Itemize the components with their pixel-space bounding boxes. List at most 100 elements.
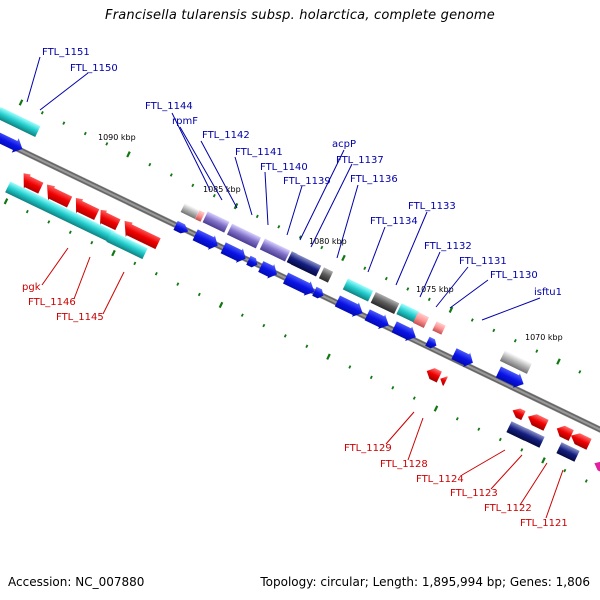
scale-tick <box>433 405 439 412</box>
label-ftl1137[interactable]: FTL_1137 <box>336 155 384 166</box>
gene-rpmf[interactable] <box>195 210 205 222</box>
label-ftl1145[interactable]: FTL_1145 <box>56 312 104 323</box>
scale-tick <box>197 292 201 297</box>
gene-ftl1142[interactable] <box>202 211 230 233</box>
gene-red-2[interactable] <box>41 183 73 210</box>
scale-tick <box>3 198 9 205</box>
gene-ftl1129[interactable] <box>424 366 442 383</box>
scale-tick <box>448 306 454 313</box>
gene-blue-1070[interactable] <box>495 365 527 392</box>
gene-ftl1136[interactable] <box>318 267 334 283</box>
gene-navy-c[interactable] <box>556 442 580 462</box>
scale-tick <box>406 287 410 291</box>
scale-tick <box>477 427 481 431</box>
scale-tick <box>25 209 29 214</box>
gene-ftl1146[interactable] <box>5 181 115 243</box>
gene-ftl1122[interactable] <box>554 423 574 441</box>
reverse-strand-genes <box>5 171 600 473</box>
label-isftu1[interactable]: isftu1 <box>534 287 562 298</box>
gene-ftl1130[interactable] <box>432 321 446 335</box>
label-ftl1130[interactable]: FTL_1130 <box>490 270 538 281</box>
label-ftl1132[interactable]: FTL_1132 <box>424 241 472 252</box>
gene-ftl1137[interactable] <box>290 253 322 277</box>
scale-tick <box>169 173 173 177</box>
gene-ftl1151[interactable] <box>0 107 41 137</box>
label-rpmf[interactable]: rpmF <box>172 116 198 127</box>
label-ftl1151[interactable]: FTL_1151 <box>42 47 90 58</box>
scale-tick <box>412 396 416 400</box>
gene-ftl1145[interactable] <box>106 230 148 260</box>
gene-grey-1070[interactable] <box>499 350 533 374</box>
label-ftl1134[interactable]: FTL_1134 <box>370 216 418 227</box>
gene-red-3[interactable] <box>70 196 100 222</box>
scale-tick <box>348 365 352 369</box>
label-ftl1141[interactable]: FTL_1141 <box>235 147 283 158</box>
gene-ftl1132[interactable] <box>396 303 420 323</box>
label-ftl1146[interactable]: FTL_1146 <box>28 297 76 308</box>
gene-ftl1124[interactable] <box>510 406 526 421</box>
scale-label-1075: 1075 kbp <box>416 285 454 294</box>
label-ftl1150[interactable]: FTL_1150 <box>70 63 118 74</box>
gene-ftl1140[interactable] <box>259 238 291 262</box>
scale-tick <box>305 344 309 349</box>
scale-tick <box>369 375 373 380</box>
label-ftl1144[interactable]: FTL_1144 <box>145 101 193 112</box>
scale-tick <box>148 162 152 167</box>
gene-row2-c[interactable] <box>220 241 249 266</box>
label-pgk[interactable]: pgk <box>22 282 41 293</box>
scale-tick <box>126 151 131 158</box>
accession-text: Accession: NC_007880 <box>8 575 145 589</box>
gene-ftl1128[interactable] <box>438 374 448 386</box>
gene-ftl1150[interactable] <box>0 129 26 156</box>
label-ftl1121[interactable]: FTL_1121 <box>520 518 568 529</box>
gene-ftl1144[interactable] <box>180 203 200 219</box>
scale-tick <box>584 479 588 483</box>
scale-tick <box>111 249 116 257</box>
gene-row2-a[interactable] <box>173 220 190 236</box>
gene-row2-g[interactable] <box>312 286 325 300</box>
gene-navy-b[interactable] <box>521 428 545 448</box>
label-ftl1133[interactable]: FTL_1133 <box>408 201 456 212</box>
label-ftl1124[interactable]: FTL_1124 <box>416 474 464 485</box>
scale-tick <box>455 417 459 421</box>
scale-tick <box>320 245 324 250</box>
scale-tick <box>83 131 87 136</box>
gene-ftl1139[interactable] <box>286 251 298 265</box>
label-ftl1142[interactable]: FTL_1142 <box>202 130 250 141</box>
gene-pgk[interactable] <box>18 171 45 195</box>
gene-red-5[interactable] <box>119 219 162 251</box>
scale-tick <box>363 266 367 270</box>
scale-tick <box>176 282 180 286</box>
gene-ftl1121[interactable] <box>568 430 592 450</box>
gene-row3-b[interactable] <box>364 308 393 333</box>
gene-row2-d[interactable] <box>246 255 259 269</box>
gene-row2-e[interactable] <box>257 259 280 281</box>
gene-row3-a[interactable] <box>334 294 366 321</box>
label-ftl1123[interactable]: FTL_1123 <box>450 488 498 499</box>
gene-ftl1133[interactable] <box>370 291 400 315</box>
gene-ftl1131[interactable] <box>412 311 430 329</box>
gene-row2-f[interactable] <box>282 271 318 299</box>
gene-isftu1[interactable] <box>451 346 477 370</box>
gene-row2-b[interactable] <box>192 228 221 253</box>
gene-ftl1134[interactable] <box>342 278 374 302</box>
scale-tick <box>556 358 561 365</box>
gene-ftl1123[interactable] <box>525 411 549 431</box>
label-ftl1129[interactable]: FTL_1129 <box>344 443 392 454</box>
gene-magenta-edge[interactable] <box>592 459 600 473</box>
label-ftl1139[interactable]: FTL_1139 <box>283 176 331 187</box>
gene-row3-d[interactable] <box>425 336 438 350</box>
gene-red-4[interactable] <box>95 208 122 232</box>
label-leaders <box>26 56 564 519</box>
genome-stats-text: Topology: circular; Length: 1,895,994 bp… <box>260 575 590 589</box>
label-ftl1131[interactable]: FTL_1131 <box>459 256 507 267</box>
label-ftl1140[interactable]: FTL_1140 <box>260 162 308 173</box>
gene-row3-c[interactable] <box>391 320 420 345</box>
label-ftl1128[interactable]: FTL_1128 <box>380 459 428 470</box>
scale-tick <box>541 457 546 464</box>
label-ftl1136[interactable]: FTL_1136 <box>350 174 398 185</box>
label-acpp[interactable]: acpP <box>332 139 356 150</box>
gene-ftl1141[interactable] <box>226 223 262 249</box>
label-ftl1122[interactable]: FTL_1122 <box>484 503 532 514</box>
